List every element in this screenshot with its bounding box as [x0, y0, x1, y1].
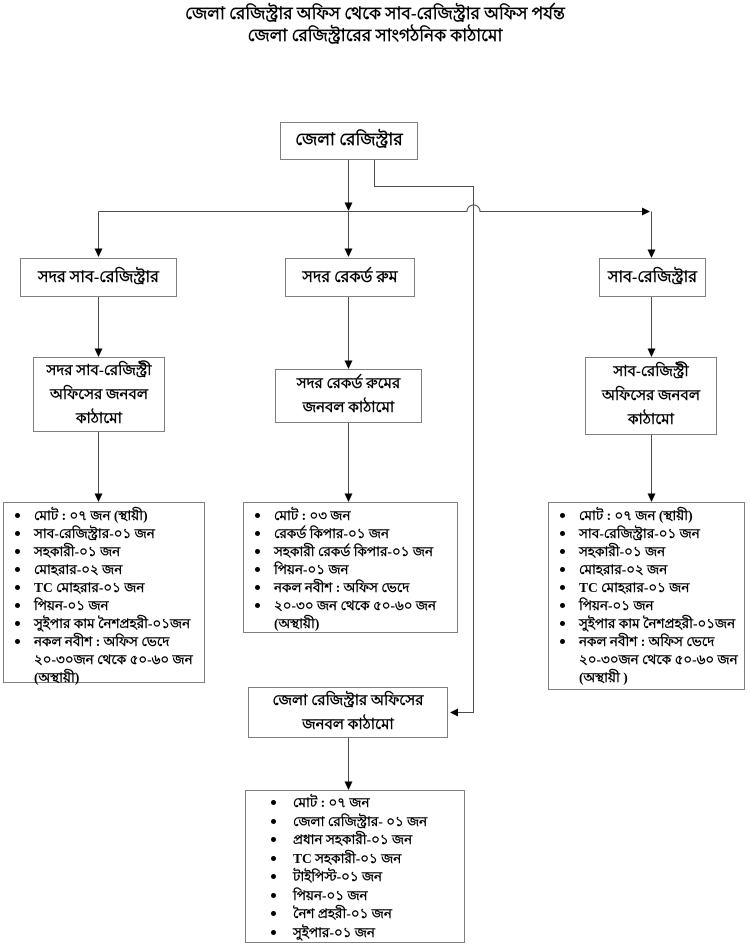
node-sub-registrar: সাব-রেজিস্ট্রার: [599, 258, 706, 297]
staff-list-item: টাইপিস্ট-০১ জন: [246, 868, 462, 887]
node-sub-registry-office-staff: সাব-রেজিস্ট্রী অফিসের জনবল কাঠামো: [585, 357, 717, 435]
arrow-down-icon: [647, 493, 656, 502]
arrow-down-icon: [344, 360, 353, 369]
arrow-down-icon: [94, 248, 103, 257]
staff-list-item: নকল নবীশ : অফিস ভেদে: [244, 579, 455, 597]
arrow-down-icon: [647, 249, 656, 258]
node-sadar-sub-registry-office-staff: সদর সাব-রেজিস্ট্রী অফিসের জনবল কাঠামো: [33, 357, 165, 432]
staff-list-item: মোট : ০৭ জন (স্থায়ী): [549, 507, 742, 525]
staff-list-item: সুইপার-০১ জন: [246, 924, 462, 943]
staff-list-item: সহকারী-০১ জন: [4, 543, 202, 561]
staff-list-box-sub-registry: মোট : ০৭ জন (স্থায়ী)সাব-রেজিস্ট্রার-০১ …: [548, 502, 745, 690]
staff-list-sadar-sub-registry: মোট : ০৭ জন (স্থায়ী)সাব-রেজিস্ট্রার-০১ …: [4, 503, 204, 687]
arrow-down-icon: [94, 348, 103, 357]
staff-list-item: নকল নবীশ : অফিস ভেদে ২০-৩০জন থেকে ৫০-৬০ …: [4, 633, 202, 687]
arrow-down-icon: [344, 781, 353, 790]
staff-list-item: সাব-রেজিস্ট্রার-০১ জন: [549, 525, 742, 543]
staff-list-item: সুইপার কাম নৈশপ্রহরী-০১জন: [4, 615, 202, 633]
node-district-registrar-office-staff: জেলা রেজিস্ট্রার অফিসের জনবল কাঠামো: [248, 687, 448, 738]
staff-list-item: নকল নবীশ : অফিস ভেদে ২০-৩০জন থেকে ৫০-৬০ …: [549, 633, 742, 687]
staff-list-item: TC সহকারী-০১ জন: [246, 850, 462, 869]
staff-list-sub-registry: মোট : ০৭ জন (স্থায়ী)সাব-রেজিস্ট্রার-০১ …: [549, 503, 744, 687]
staff-list-item: নৈশ প্রহরী-০১ জন: [246, 905, 462, 924]
staff-list-item: মোহরার-০২ জন: [4, 561, 202, 579]
staff-list-item: মোট : ০৩ জন: [244, 507, 455, 525]
staff-list-item: মোট : ০৭ জন (স্থায়ী): [4, 507, 202, 525]
arrow-right-icon: [642, 207, 650, 216]
staff-list-item: পিয়ন-০১ জন: [246, 887, 462, 906]
staff-list-item: প্রধান সহকারী-০১ জন: [246, 831, 462, 850]
connector-horizontal-bar: [98, 204, 642, 212]
page-title-line1: জেলা রেজিস্ট্রার অফিস থেকে সাব-রেজিস্ট্র…: [185, 4, 565, 23]
staff-list-item: পিয়ন-০১ জন: [4, 597, 202, 615]
staff-list-item: সহকারী রেকর্ড কিপার-০১ জন: [244, 543, 455, 561]
staff-list-item: TC মোহরার-০১ জন: [549, 579, 742, 597]
arrow-down-icon: [94, 493, 103, 502]
node-sadar-sub-registrar: সদর সাব-রেজিস্ট্রার: [20, 258, 177, 297]
staff-list-item: পিয়ন-০১ জন: [549, 597, 742, 615]
node-sadar-record-room-staff: সদর রেকর্ড রুমের জনবল কাঠামো: [275, 369, 422, 423]
arrow-down-icon: [344, 493, 353, 502]
node-district-registrar: জেলা রেজিস্ট্রার: [280, 122, 418, 160]
arrow-left-icon: [450, 708, 458, 717]
page-title: জেলা রেজিস্ট্রার অফিস থেকে সাব-রেজিস্ট্র…: [0, 3, 750, 47]
staff-list-item: সাব-রেজিস্ট্রার-০১ জন: [4, 525, 202, 543]
staff-list-item: রেকর্ড কিপার-০১ জন: [244, 525, 455, 543]
node-sadar-record-room: সদর রেকর্ড রুম: [285, 258, 415, 297]
staff-list-item: TC মোহরার-০১ জন: [4, 579, 202, 597]
staff-list-item: পিয়ন-০১ জন: [244, 561, 455, 579]
arrow-down-icon: [647, 348, 656, 357]
staff-list-box-sadar-sub-registry: মোট : ০৭ জন (স্থায়ী)সাব-রেজিস্ট্রার-০১ …: [3, 502, 205, 685]
staff-list-item: সহকারী-০১ জন: [549, 543, 742, 561]
staff-list-item: ২০-৩০ জন থেকে ৫০-৬০ জন (অস্থায়ী): [244, 597, 455, 633]
staff-list-item: মোট : ০৭ জন: [246, 794, 462, 813]
arrow-down-icon: [344, 202, 353, 211]
staff-list-item: মোহরার-০২ জন: [549, 561, 742, 579]
page-title-line2: জেলা রেজিস্ট্রারের সাংগঠনিক কাঠামো: [247, 26, 503, 45]
staff-list-item: জেলা রেজিস্ট্রার- ০১ জন: [246, 813, 462, 832]
arrow-down-icon: [344, 248, 353, 257]
staff-list-item: সুইপার কাম নৈশপ্রহরী-০১জন: [549, 615, 742, 633]
